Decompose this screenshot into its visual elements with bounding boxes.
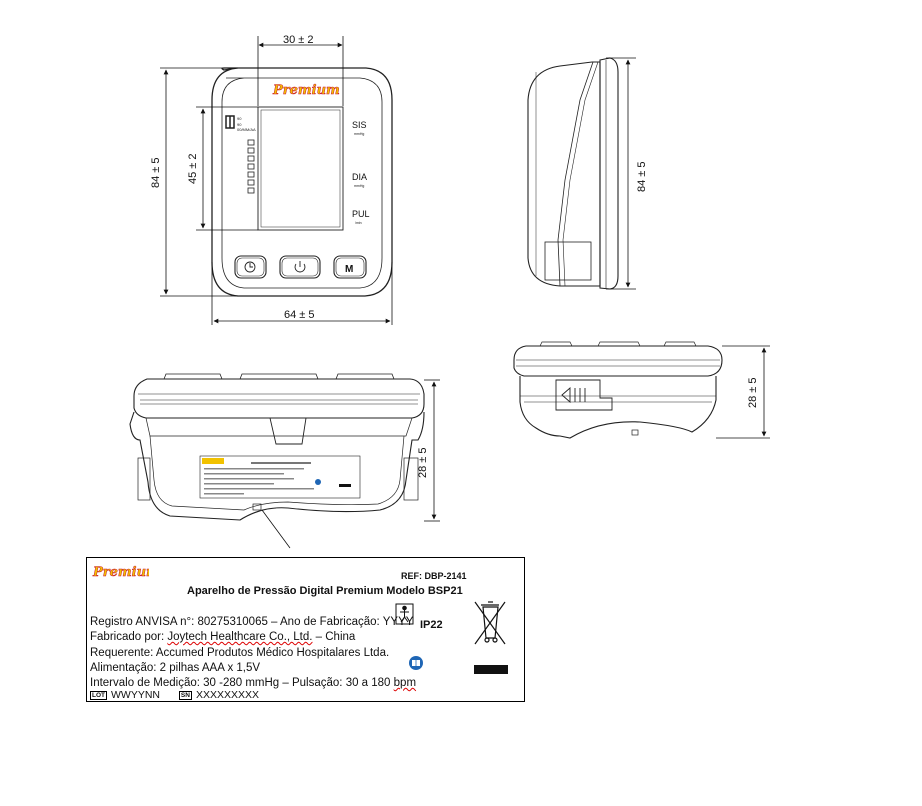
sis-indicator: SIS bbox=[352, 120, 367, 130]
dim-front-width: 64 ± 5 bbox=[284, 309, 315, 321]
lot-tag: LOT bbox=[90, 690, 107, 700]
requerente-line: Requerente: Accumed Produtos Médico Hosp… bbox=[90, 647, 390, 659]
intervalo-unit: bpm bbox=[393, 677, 417, 689]
fabricado-line: Fabricado por: Joytech Healthcare Co., L… bbox=[90, 631, 355, 643]
screen-tiny-text: 90 bbox=[237, 122, 242, 127]
ref-number: REF: DBP-2141 bbox=[401, 571, 467, 581]
sis-unit: mmHg bbox=[354, 132, 364, 136]
instructions-icon bbox=[409, 656, 423, 670]
front-dimension-lines bbox=[160, 36, 393, 325]
dim-front-screen: 45 ± 2 bbox=[187, 153, 199, 184]
fabricado-suffix: – China bbox=[312, 631, 356, 643]
device-brand-logo: Premium bbox=[272, 83, 340, 98]
ip-rating: IP22 bbox=[420, 619, 443, 631]
dia-indicator: DIA bbox=[352, 172, 367, 182]
side-dimension-lines bbox=[606, 57, 636, 290]
pul-unit: /min bbox=[355, 221, 362, 225]
dim-bottom-depth: 28 ± 5 bbox=[417, 447, 429, 478]
dim-rear-depth: 28 ± 5 bbox=[747, 377, 759, 408]
screen-tiny-text: 00/MM/AA bbox=[237, 127, 256, 132]
lot-value: WWYYNN bbox=[111, 689, 160, 701]
pul-indicator: PUL bbox=[352, 209, 370, 219]
front-view bbox=[211, 67, 393, 297]
memory-button-label: M bbox=[345, 264, 353, 275]
premium-logo: Premium bbox=[92, 565, 149, 580]
fabricado-prefix: Fabricado por: bbox=[90, 631, 168, 643]
dim-front-top: 30 ± 2 bbox=[283, 34, 314, 46]
weee-bin-icon bbox=[474, 601, 506, 645]
alimentacao-line: Alimentação: 2 pilhas AAA x 1,5V bbox=[90, 662, 261, 674]
screen-tiny-text: 90 bbox=[237, 116, 242, 121]
dim-front-height: 84 ± 5 bbox=[150, 157, 162, 188]
registro-line: Registro ANVISA n°: 80275310065 – Ano de… bbox=[90, 616, 414, 628]
sn-value: XXXXXXXXX bbox=[195, 689, 259, 701]
sn-tag: SN bbox=[178, 690, 192, 700]
svg-text:Premium: Premium bbox=[92, 565, 149, 580]
intervalo-line: Intervalo de Medição: 30 -280 mmHg – Pul… bbox=[90, 677, 416, 689]
mini-label bbox=[199, 455, 361, 499]
product-label: Premium REF: DBP-2141 Aparelho de Pressã… bbox=[86, 557, 525, 702]
weee-bar bbox=[474, 665, 508, 674]
bottom-view bbox=[129, 373, 440, 549]
label-title: Aparelho de Pressão Digital Premium Mode… bbox=[187, 585, 463, 597]
fabricado-company: Joytech Healthcare Co., Ltd. bbox=[167, 631, 313, 643]
rear-dimension-lines bbox=[716, 345, 770, 439]
rear-view bbox=[513, 341, 723, 439]
side-view bbox=[527, 57, 619, 290]
dim-side-height: 84 ± 5 bbox=[636, 161, 648, 192]
dia-unit: mmHg bbox=[354, 184, 364, 188]
intervalo-prefix: Intervalo de Medição: 30 -280 mmHg – Pul… bbox=[90, 677, 394, 689]
level-bar-icon bbox=[247, 139, 255, 194]
